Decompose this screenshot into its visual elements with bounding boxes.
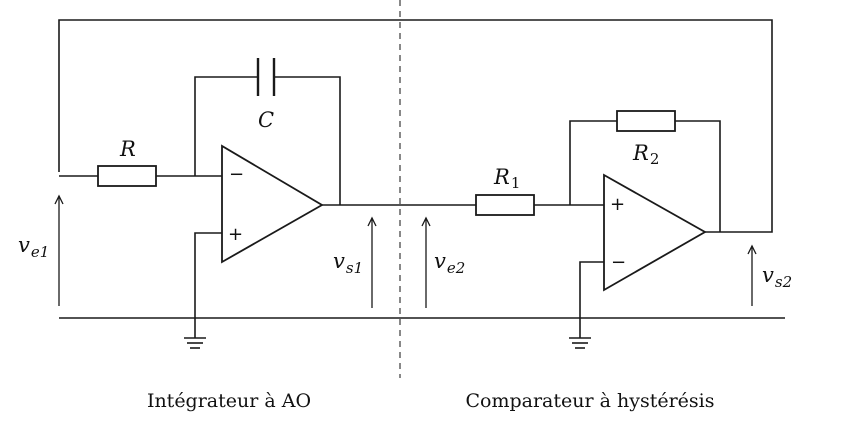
r2-wire-left — [569, 120, 617, 205]
arrow-ve2 — [421, 216, 431, 308]
r2-wire-right — [675, 120, 721, 232]
label-ve1: ve1 — [18, 233, 49, 261]
opamp-integrator — [221, 144, 324, 264]
arrow-vs2 — [747, 244, 757, 306]
label-r: R — [119, 137, 136, 161]
ground-symbol — [184, 337, 206, 349]
opamp-comparator — [603, 173, 707, 292]
cap-wire-right — [274, 76, 341, 205]
plus-to-ground-wire — [194, 232, 222, 338]
arrow-vs1 — [367, 216, 377, 308]
label-ve2: ve2 — [434, 249, 465, 277]
label-r2: R2 — [632, 141, 659, 168]
minus-to-ground-wire — [579, 261, 604, 338]
feedback-wire — [58, 19, 773, 233]
label-r1: R1 — [493, 165, 520, 192]
opamp1-minus-sign: − — [229, 164, 244, 185]
caption-comparator: Comparateur à hystérésis — [465, 390, 714, 412]
cap-wire-left — [194, 76, 258, 176]
resistor-r — [97, 165, 157, 187]
opamp2-plus-sign: + — [610, 194, 625, 215]
ground-symbol — [569, 337, 591, 349]
opamp1-plus-sign: + — [228, 224, 243, 245]
caption-integrator: Intégrateur à AO — [147, 390, 311, 412]
label-vs1: vs1 — [333, 249, 363, 277]
arrow-ve1 — [54, 194, 64, 306]
resistor-r1 — [475, 194, 535, 216]
resistor-r2 — [616, 110, 676, 132]
opamp2-minus-sign: − — [611, 252, 626, 273]
label-c: C — [258, 108, 274, 132]
label-vs2: vs2 — [762, 263, 792, 291]
